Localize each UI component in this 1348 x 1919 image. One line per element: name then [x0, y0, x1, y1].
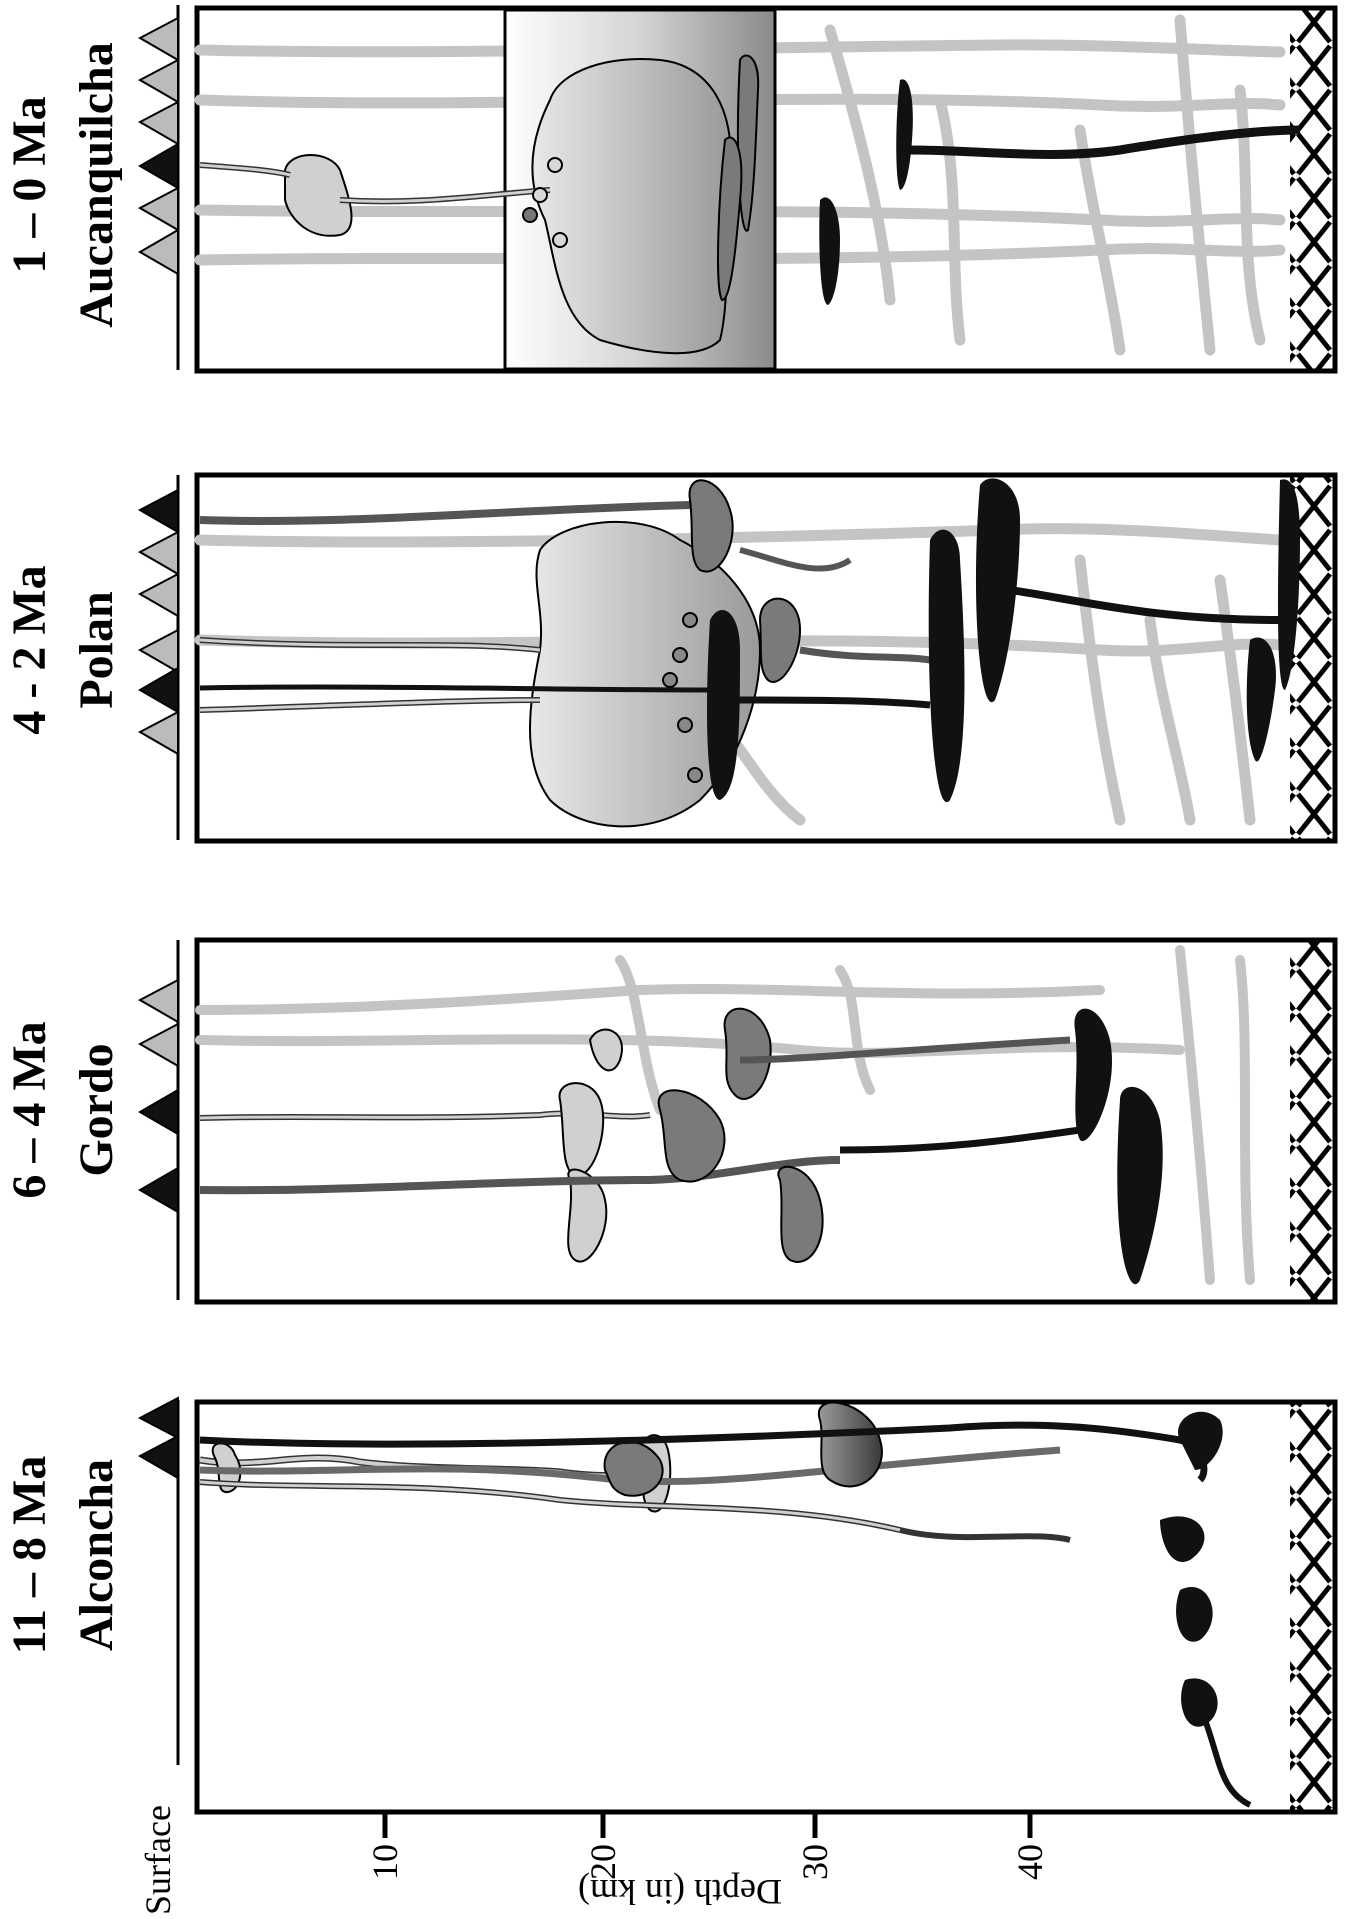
panel-gordo	[197, 940, 1335, 1302]
volcano-icon	[140, 230, 178, 274]
panel-2-name: Gordo	[70, 1043, 123, 1176]
volcano-icon	[140, 712, 178, 754]
depth-tick-marks	[385, 1812, 1030, 1838]
depth-axis-label: Depth (in km)	[578, 1872, 782, 1912]
panel-3-name: Polan	[70, 591, 123, 708]
volcano-icon	[140, 1168, 178, 1212]
panel-alconcha	[197, 1402, 1335, 1812]
panel-1-age: 11 – 8 Ma	[3, 1456, 56, 1655]
volcano-icon	[140, 490, 178, 532]
volcano-icon	[140, 630, 178, 672]
volcano-icon	[140, 102, 178, 144]
panel-4-name: Aucanquilcha	[70, 42, 123, 327]
volcano-icon	[140, 1024, 178, 1066]
panel-polan	[197, 475, 1335, 841]
panel-4-age: 1 – 0 Ma	[3, 96, 56, 273]
volcano-icon	[140, 1398, 178, 1438]
basement-hatch	[1290, 942, 1333, 1300]
depth-tick-30: 30	[795, 1844, 835, 1880]
volcano-icon	[140, 18, 178, 60]
depth-tick-40: 40	[1010, 1844, 1050, 1880]
panel-titles: 11 – 8 Ma Alconcha 6 – 4 Ma Gordo 4 - 2 …	[3, 42, 123, 1654]
volcano-icon	[140, 1436, 178, 1478]
volcano-icon	[140, 980, 178, 1022]
panel-1-name: Alconcha	[70, 1459, 123, 1651]
volcano-icon	[140, 668, 178, 712]
magma-conduit-young	[200, 687, 720, 690]
panel-aucanquilcha	[197, 8, 1335, 371]
volcano-icon	[140, 188, 178, 230]
volcano-icon	[140, 532, 178, 574]
volcano-icon	[140, 574, 178, 616]
basement-hatch	[1290, 1404, 1333, 1810]
panel-3-age: 4 - 2 Ma	[3, 565, 56, 734]
volcano-icon	[140, 1090, 178, 1134]
basement-hatch	[1290, 10, 1333, 369]
volcano-icons	[140, 18, 178, 1478]
depth-axis: 10 20 30 40 Depth (in km) Surface	[138, 1805, 1050, 1915]
panel-2-age: 6 – 4 Ma	[3, 1021, 56, 1198]
depth-tick-10: 10	[365, 1844, 405, 1880]
volcano-icon	[140, 144, 178, 188]
volcano-icon	[140, 60, 178, 102]
surface-label: Surface	[138, 1805, 178, 1915]
